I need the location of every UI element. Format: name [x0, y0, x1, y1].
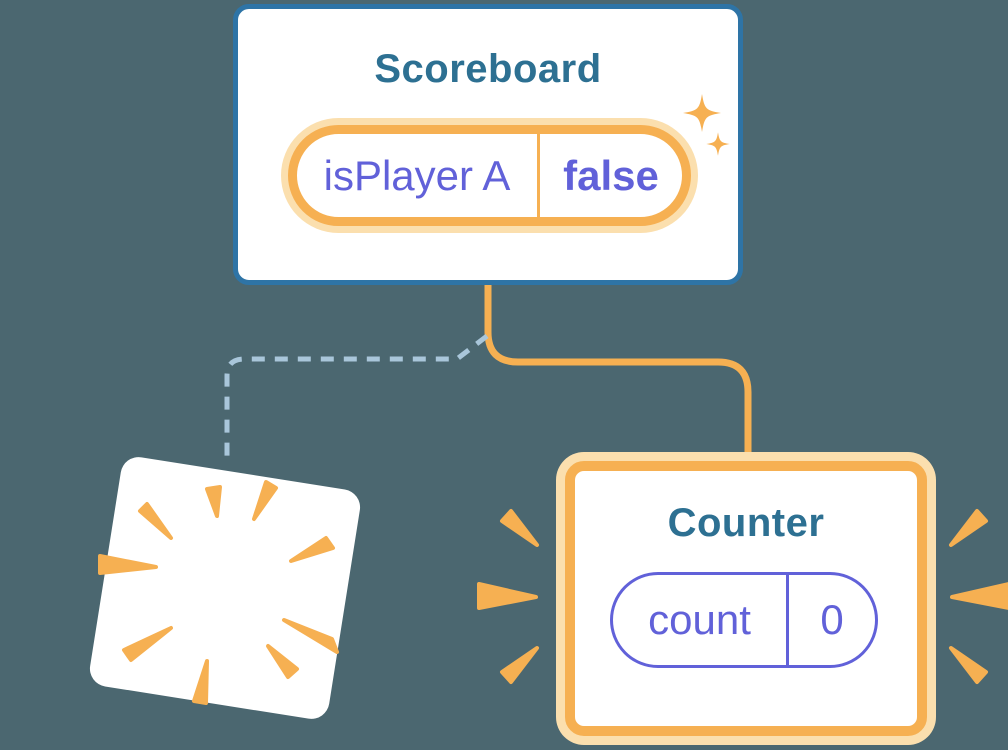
counter-title: Counter — [667, 501, 825, 545]
connector-solid-line — [484, 282, 752, 470]
pill-divider — [537, 134, 540, 217]
state-name: count — [648, 596, 751, 643]
scoreboard-title: Scoreboard — [374, 47, 602, 91]
emphasis-dash-icon — [949, 509, 1008, 684]
state-value: false — [563, 151, 659, 199]
scoreboard-state-pill: isPlayer A false — [288, 125, 691, 226]
state-pill-glow: isPlayer A false — [281, 118, 698, 233]
state-value: 0 — [820, 596, 844, 643]
emphasis-dash-icon — [477, 509, 539, 684]
counter-state-pill: count 0 — [610, 572, 878, 668]
connector-dashed-line — [224, 334, 489, 458]
component-card-counter: Counter count 0 — [565, 461, 927, 736]
state-name: isPlayer A — [323, 151, 511, 199]
component-card-scoreboard: Scoreboard isPlayer A false — [233, 4, 743, 285]
pill-divider — [786, 575, 789, 665]
counter-card-glow: Counter count 0 — [556, 452, 936, 745]
destroyed-component-card — [87, 454, 363, 722]
